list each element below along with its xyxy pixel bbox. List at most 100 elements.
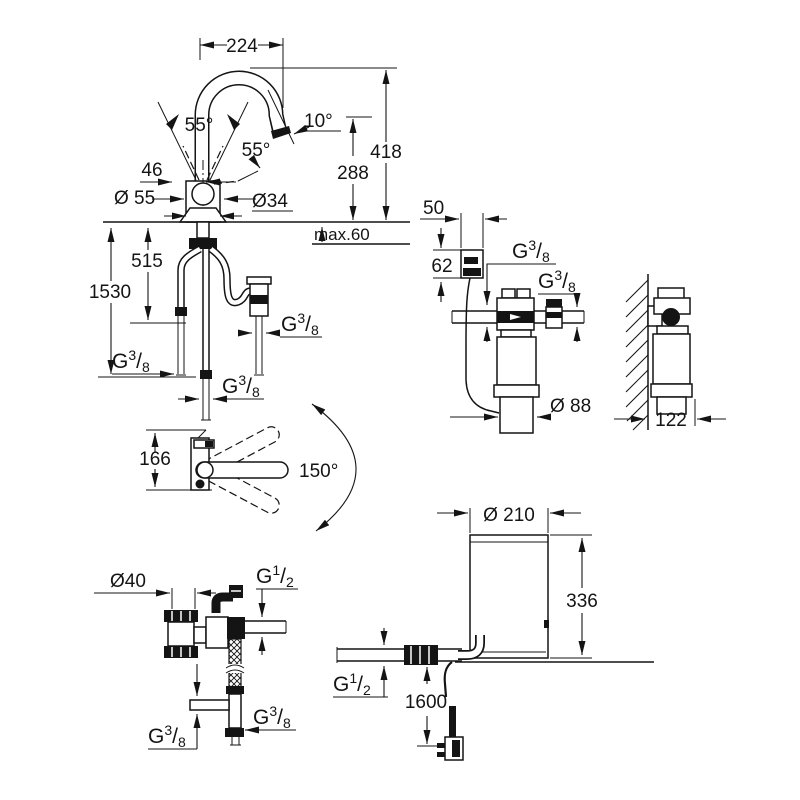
- lever-flag-left: [166, 114, 179, 130]
- detail-elbow: [211, 592, 233, 613]
- dim-wall-clearance-label: 122: [655, 410, 687, 431]
- thread-g38-filter-outlet: G3/8: [538, 267, 581, 342]
- dim-wall-clearance: 122: [614, 399, 726, 431]
- thread-g38-faucet-left: G3/8: [112, 347, 174, 378]
- filter-canister-body: [496, 336, 537, 386]
- filter-front-view: 50 62 Ø 88: [420, 198, 591, 434]
- power-plug-core: [452, 740, 460, 757]
- dim-side-hose-length: 515: [130, 228, 186, 324]
- thread-g38-faucet-bottom-label: G3/8: [222, 372, 260, 400]
- thread-g38-connection-bottom-label: G3/8: [253, 703, 291, 731]
- dim-lever-angle-side-label: 55°: [242, 140, 271, 161]
- thread-g38-faucet-right-label: G3/8: [281, 310, 319, 338]
- boiler-inlet-elbow-inner: [458, 635, 484, 659]
- dim-spout-height-label: 166: [139, 449, 171, 470]
- outlet-valve-band: [546, 312, 562, 318]
- thread-g38-faucet-bottom: G3/8: [178, 372, 264, 403]
- swivel-lever-tip: [205, 441, 213, 447]
- dim-spout-reach: 224: [199, 36, 284, 108]
- dim-base-diameter: Ø 55: [114, 188, 256, 209]
- swivel-ext-top-tick: [197, 429, 207, 439]
- side-canister-ring: [650, 383, 693, 398]
- hose-center-fitting: [200, 370, 212, 379]
- supply-pipe-fitting: [404, 645, 438, 665]
- hose-vertical-tube: [228, 693, 242, 729]
- flow-arrow-icon: [510, 314, 521, 320]
- swivel-lever-tab: [193, 439, 215, 449]
- dim-trap-diameter-label: Ø40: [110, 571, 146, 592]
- dim-boiler-height-label: 336: [566, 591, 598, 612]
- swivel-spout-bar: [195, 461, 289, 479]
- filter-head-cap-right: [516, 288, 531, 299]
- swivel-arc: [311, 403, 357, 532]
- thread-g12-connection: G1/2: [256, 562, 298, 655]
- dim-spout-reach-label: 224: [226, 36, 258, 57]
- lever-dashed-right: [206, 145, 224, 181]
- dim-trap-diameter: Ø40: [94, 571, 216, 609]
- dim-boiler-diameter: Ø 210: [437, 505, 581, 533]
- lever-knob: [191, 182, 215, 206]
- dim-outlet-height-label: 288: [337, 163, 369, 184]
- dim-boiler-height: 336: [550, 534, 598, 659]
- dim-canister-diameter-label: Ø 88: [550, 396, 591, 417]
- thread-g12-connection-label: G1/2: [256, 562, 294, 590]
- dim-base-diameter-label: Ø 55: [114, 188, 155, 209]
- dim-canister-diameter: Ø 88: [450, 396, 591, 421]
- thread-g12-boiler-label: G1/2: [333, 670, 371, 698]
- thread-g38-connection-left-label: G3/8: [148, 722, 186, 750]
- power-cable-upper: [443, 661, 453, 698]
- lever-swing-line-left: [157, 101, 197, 181]
- filter-canister-tube: [499, 396, 534, 434]
- swivel-pivot: [196, 461, 214, 479]
- filter-head-cap-left: [501, 288, 516, 299]
- outlet-valve-top: [546, 299, 562, 307]
- dim-spout-height: 166: [139, 433, 171, 487]
- dim-bracket-height: 62: [431, 228, 461, 302]
- hose-break-marks: [225, 664, 245, 674]
- dim-lever-width-label: 46: [141, 160, 162, 181]
- dim-outlet-height: 288: [337, 119, 369, 220]
- detail-valve-body: [205, 616, 229, 649]
- power-plug-pin-bottom: [437, 752, 445, 757]
- faucet-front-view: 224 418 288 10° 55° 55°: [89, 36, 410, 421]
- dim-spout-tilt-label: 10°: [304, 111, 333, 132]
- side-canister-neck: [656, 325, 689, 335]
- side-canister-body: [652, 333, 691, 385]
- supply-pipe-fitting-ribs: [410, 646, 430, 664]
- dim-cable-length-label: 1600: [405, 692, 447, 713]
- connection-detail-view: Ø40 G1/2: [94, 562, 298, 750]
- filter-side-view: 122: [614, 274, 726, 431]
- hose-break-gap: [226, 664, 244, 673]
- mounting-nut: [189, 238, 217, 249]
- outlet-axis-line: [267, 89, 295, 145]
- lever-dashed-left: [182, 145, 200, 181]
- trap-cap-bottom-ribs: [171, 647, 191, 657]
- hose-fitting-bottom: [225, 728, 244, 737]
- dim-counter-max: max.60: [314, 225, 370, 244]
- thread-g12-boiler: G1/2: [333, 628, 388, 698]
- dim-spout-tilt: 10°: [293, 111, 341, 135]
- thread-g38-connection-bottom: G3/8: [245, 703, 296, 734]
- control-box-display: [464, 257, 478, 264]
- dim-counter-max-label: max.60: [314, 225, 370, 244]
- hose-left-inner: [178, 247, 202, 307]
- dim-bracket-width-label: 50: [423, 198, 444, 219]
- hose-right-inner: [209, 247, 252, 305]
- trap-connector: [193, 626, 207, 644]
- hose-left-fitting: [175, 307, 187, 316]
- thread-g38-faucet-left-label: G3/8: [112, 347, 150, 375]
- control-cable: [465, 277, 500, 414]
- boiler-cable-outlet: [544, 620, 549, 628]
- dim-cable-length: 1600: [405, 667, 447, 747]
- thread-g38-filter-outlet-label: G3/8: [538, 267, 576, 295]
- check-valve-band: [250, 295, 268, 304]
- wall-hatch-pattern: [625, 279, 649, 431]
- lever-flag-right: [227, 114, 240, 130]
- tee-block: [227, 617, 245, 639]
- spout-outlet-face: [271, 126, 291, 139]
- dim-body-diameter: Ø34: [164, 191, 293, 220]
- dim-total-height-label: 418: [370, 142, 402, 163]
- dim-lever-angle-front-label: 55°: [185, 115, 214, 136]
- dim-body-diameter-label: Ø34: [252, 191, 288, 212]
